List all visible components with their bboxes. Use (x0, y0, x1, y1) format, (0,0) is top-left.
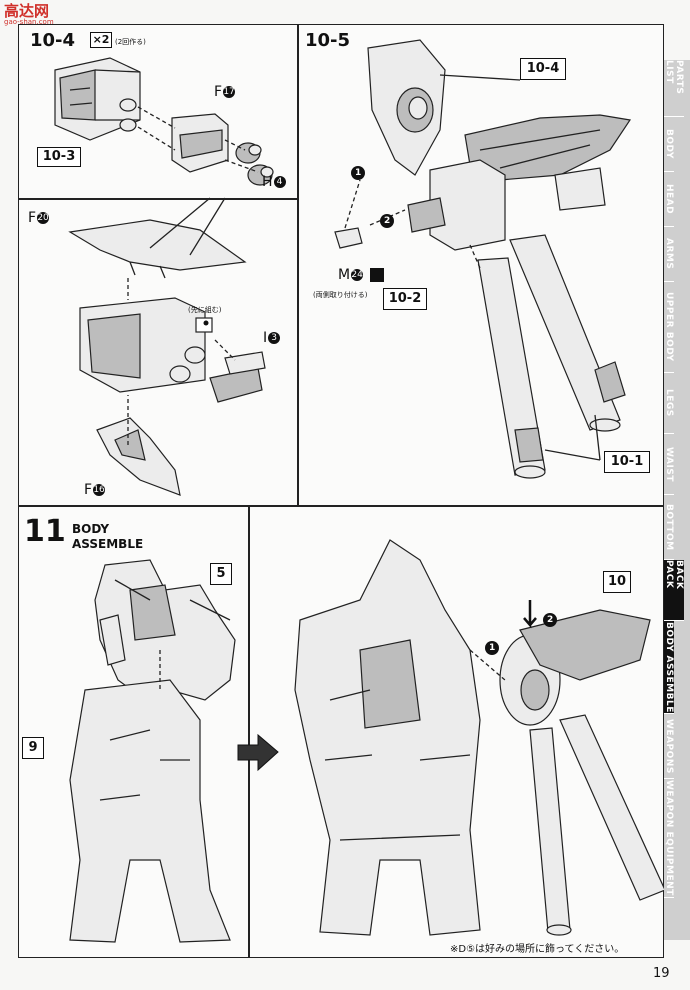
ref-label-10-1: 10-1 (610, 454, 644, 469)
section-index-sidebar: PARTS LIST BODY HEAD ARMS UPPER BODY LEG… (664, 60, 690, 940)
footnote: ※D⑤は好みの場所に飾ってください。 (450, 944, 625, 955)
ref-label-10-4: 10-4 (526, 61, 560, 76)
step-title-10-5: 10-5 (305, 30, 351, 51)
sidebar-tab-upper-body[interactable]: UPPER BODY (664, 282, 674, 373)
ref-label-9: 9 (28, 740, 38, 755)
ref-box-9: 9 (22, 737, 44, 759)
step-title-line2: ASSEMBLE (72, 537, 144, 551)
watermark: 高达网 gao-shan.com (2, 0, 72, 30)
sidebar-tab-weapons[interactable]: WEAPONS (664, 714, 674, 779)
attach-both-note: (両側取り付ける) (313, 291, 368, 299)
divider-11 (248, 506, 250, 958)
part-label-M24: M24 (338, 267, 384, 283)
sidebar-tab-body-assemble[interactable]: BODY ASSEMBLE (664, 621, 674, 714)
assemble-arrow-1: 1 (489, 643, 496, 653)
arrow-num-1: 1 (355, 168, 362, 178)
watermark-url: gao-shan.com (4, 18, 54, 26)
watermark-site: 高达网 (4, 2, 50, 20)
ref-box-10-2: 10-2 (383, 288, 427, 310)
ref-label-10: 10 (607, 574, 627, 589)
multiplier-badge: ×2 (90, 32, 112, 48)
ref-box-5: 5 (210, 563, 232, 585)
ref-label-10-3: 10-3 (42, 149, 76, 164)
assemble-arrow-2: 2 (547, 615, 554, 625)
sidebar-tab-legs[interactable]: LEGS (664, 373, 674, 434)
ref-box-10: 10 (603, 571, 631, 593)
ref-box-10-4: 10-4 (520, 58, 566, 80)
sidebar-tab-parts-list[interactable]: PARTS LIST (664, 60, 684, 117)
step-title-line1: BODY (72, 522, 110, 536)
arrow-num-2: 2 (384, 216, 391, 226)
preassemble-note: (先に組む) (188, 306, 222, 314)
multiplier-note: (2回作る) (115, 38, 146, 46)
ref-label-10-2: 10-2 (388, 291, 422, 306)
illustration-10-5 (334, 39, 632, 479)
ref-box-10-3: 10-3 (37, 147, 81, 167)
step-number-11: 11 (24, 514, 66, 549)
illustration-10-4-bottom (68, 197, 266, 496)
sidebar-tab-weapon-equipment[interactable]: WEAPON EQUIPMENT (664, 779, 674, 898)
sidebar-tab-body[interactable]: BODY (664, 117, 674, 172)
ref-label-5: 5 (216, 566, 226, 581)
part-label-F20: F20 (28, 210, 50, 226)
step-title-10-4: 10-4 (30, 30, 76, 51)
sidebar-tab-head[interactable]: HEAD (664, 172, 674, 227)
sidebar-tab-bottom[interactable]: BOTTOM (664, 495, 674, 560)
illustration-10-4-top (54, 57, 274, 186)
ref-box-10-1: 10-1 (604, 451, 650, 473)
sidebar-tab-arms[interactable]: ARMS (664, 227, 674, 282)
sidebar-tab-back-pack[interactable]: BACK PACK (664, 560, 684, 621)
page-number: 19 (653, 966, 670, 981)
part-label-F16: F16 (84, 482, 106, 498)
sidebar-tab-waist[interactable]: WAIST (664, 434, 674, 495)
divider-10-4 (18, 198, 298, 200)
multiplier-label: ×2 (92, 33, 110, 46)
part-label-F17: F17 (214, 84, 236, 100)
